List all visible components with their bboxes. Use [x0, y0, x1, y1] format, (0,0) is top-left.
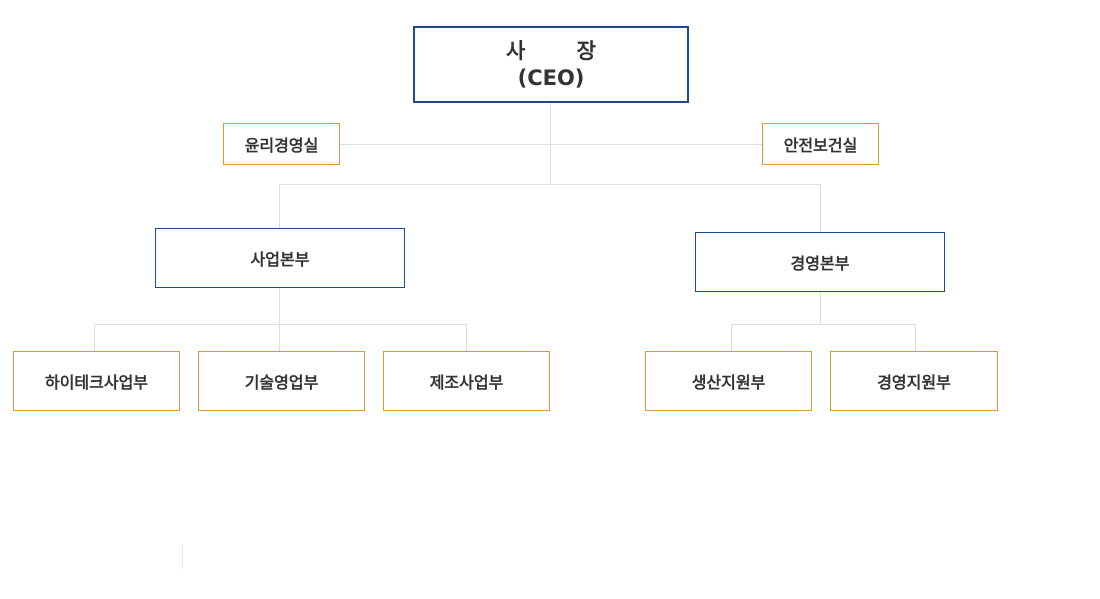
- staff-label-safety: 안전보건실: [783, 136, 858, 155]
- division-box-business: 사업본부: [155, 228, 405, 288]
- divider-stub: [182, 544, 183, 569]
- dept-box-hitech: 하이테크사업부: [13, 351, 180, 411]
- dept-box-tech-sales: 기술영업부: [198, 351, 365, 411]
- dept-label-hitech: 하이테크사업부: [44, 373, 149, 392]
- dept-box-production-support: 생산지원부: [645, 351, 812, 411]
- dept-box-manufacturing: 제조사업부: [383, 351, 550, 411]
- division-label-management: 경영본부: [790, 254, 850, 273]
- staff-label-ethics: 윤리경영실: [244, 136, 319, 155]
- ceo-title: 사 장: [506, 38, 618, 63]
- dept-label-tech-sales: 기술영업부: [244, 373, 319, 392]
- ceo-box: 사 장 (CEO): [413, 26, 689, 103]
- dept-box-management-support: 경영지원부: [830, 351, 998, 411]
- dept-label-management-support: 경영지원부: [877, 373, 951, 392]
- staff-box-safety: 안전보건실: [762, 123, 879, 165]
- dept-label-production-support: 생산지원부: [691, 373, 766, 392]
- division-box-management: 경영본부: [695, 232, 945, 292]
- dept-label-manufacturing: 제조사업부: [429, 373, 504, 392]
- staff-box-ethics: 윤리경영실: [223, 123, 340, 165]
- ceo-subtitle: (CEO): [517, 65, 585, 90]
- division-label-business: 사업본부: [250, 250, 310, 269]
